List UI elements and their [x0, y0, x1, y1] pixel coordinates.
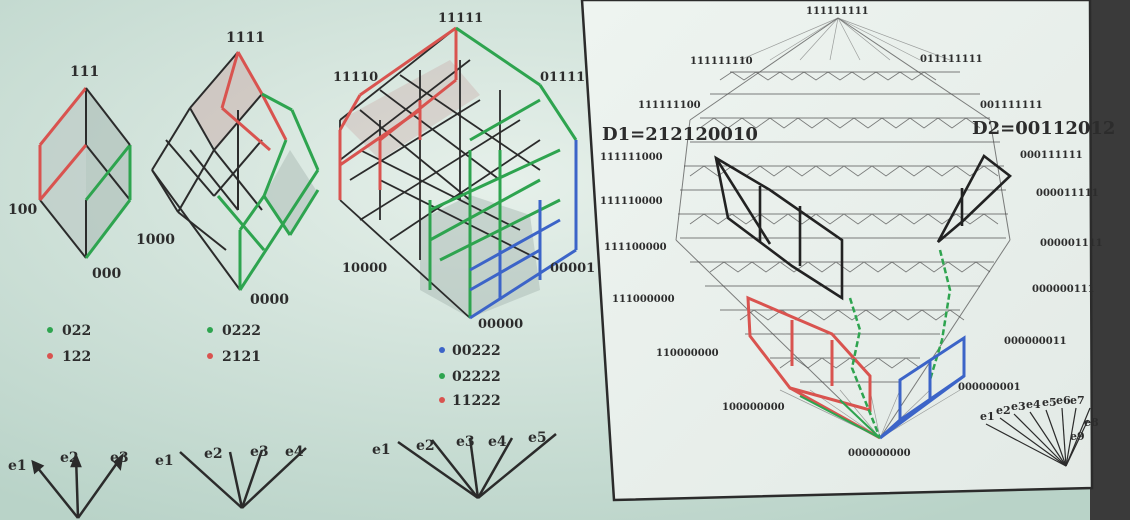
- cube9-left-label: 111110000: [600, 196, 663, 207]
- cube5-left-label: 10000: [342, 261, 387, 276]
- vector-label: e3: [110, 450, 129, 466]
- cube4-bottom-label: 0000: [250, 292, 289, 308]
- cube3-left-label: 100: [8, 202, 37, 218]
- d2-label: D2=00112012: [972, 118, 1115, 139]
- vector-label: e2: [204, 446, 223, 462]
- vector-label: e3: [1011, 400, 1026, 413]
- cube9-basis-vectors: [985, 407, 1091, 467]
- cube5-right-label: 00001: [550, 261, 595, 276]
- cube9-right-label: 000111111: [1020, 150, 1083, 161]
- vector-label: e2: [416, 438, 435, 454]
- cube3-top-label: 111: [70, 64, 99, 80]
- cube9-top-label: 111111111: [806, 6, 869, 17]
- cube9-right-label: 001111111: [980, 100, 1043, 111]
- cube9-right-label: 000000011: [1004, 336, 1067, 347]
- cube9-right-label: 000011111: [1036, 188, 1099, 199]
- cube-3d: 111 100 000: [8, 64, 132, 282]
- vector-label: e2: [996, 404, 1011, 417]
- legend-label: 122: [62, 349, 91, 365]
- cube9-right-label: 000000111: [1032, 284, 1095, 295]
- cube-5d: 11111 11110 01111 10000 00001 00000: [333, 11, 595, 332]
- cube9-right-label: 000001111: [1040, 238, 1103, 249]
- cube9-left-label: 111100000: [604, 242, 667, 253]
- cube9-bottom-label: 000000000: [848, 448, 911, 459]
- cube5-legend: 00222 02222 11222: [439, 343, 501, 409]
- vector-label: e1: [980, 410, 995, 423]
- cube4-left-label: 1000: [136, 232, 175, 248]
- vector-label: e3: [456, 434, 475, 450]
- legend-label: 2121: [222, 349, 261, 365]
- cube9-right-label: 011111111: [920, 54, 983, 65]
- cube4-legend: 0222 2121: [207, 323, 261, 365]
- vector-label: e3: [250, 444, 269, 460]
- screen-edge: [1090, 0, 1130, 520]
- cube5-basis-vectors: [397, 433, 557, 500]
- vector-label: e7: [1070, 394, 1085, 407]
- cube3-basis-vectors: [31, 452, 124, 519]
- cube9-left-label: 111111000: [600, 152, 663, 163]
- vector-label: e2: [60, 450, 79, 466]
- vector-label: e1: [155, 453, 174, 469]
- vector-label: e1: [372, 442, 391, 458]
- legend-label: 02222: [452, 369, 501, 385]
- vector-label: e4: [1026, 398, 1041, 411]
- d1-label: D1=212120010: [602, 124, 758, 145]
- vector-label: e5: [528, 430, 547, 446]
- cube9-right-label: 000000001: [958, 382, 1021, 393]
- cube4-top-label: 1111: [226, 30, 265, 46]
- legend-label: 0222: [222, 323, 261, 339]
- cube9-left-label: 110000000: [656, 348, 719, 359]
- cube9-panel: 111111111 000000000 111111110 111111100 …: [580, 0, 1115, 502]
- cube5-top-label: 11111: [438, 11, 483, 26]
- cube9-left-label: 111111100: [638, 100, 701, 111]
- vector-label: e1: [8, 458, 27, 474]
- cube4-basis-vectors: [179, 447, 307, 509]
- vector-label: e6: [1056, 394, 1071, 407]
- vector-label: e9: [1070, 430, 1085, 443]
- vector-label: e5: [1042, 396, 1057, 409]
- vector-label: e8: [1084, 416, 1099, 429]
- cube5-bottom-label: 00000: [478, 317, 523, 332]
- cube3-bottom-label: 000: [92, 266, 121, 282]
- cube-4d: 1111 1000 0000: [136, 30, 320, 308]
- cube3-legend: 022 122: [47, 323, 91, 365]
- legend-label: 022: [62, 323, 91, 339]
- cube9-left-label: 100000000: [722, 402, 785, 413]
- legend-label: 00222: [452, 343, 501, 359]
- vector-label: e4: [285, 444, 304, 460]
- legend-label: 11222: [452, 393, 501, 409]
- vector-label: e4: [488, 434, 507, 450]
- cube5-topright-label: 01111: [540, 70, 585, 85]
- cube9-left-label: 111111110: [690, 56, 753, 67]
- cube9-left-label: 111000000: [612, 294, 675, 305]
- cube5-topleft-label: 11110: [333, 70, 378, 85]
